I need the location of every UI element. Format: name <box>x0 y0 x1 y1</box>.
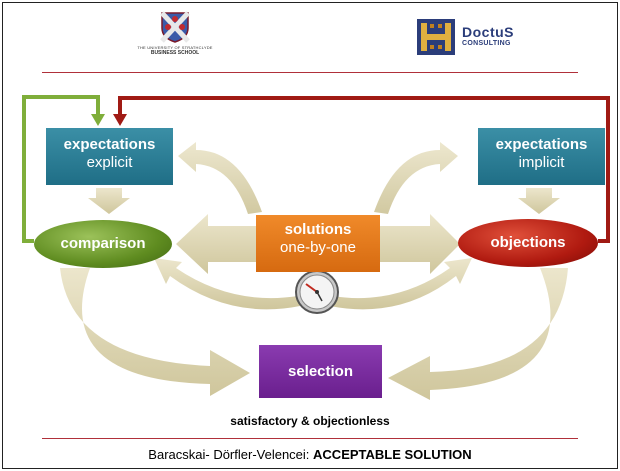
arrow-under-left <box>154 258 300 310</box>
arrow-sol-to-cmp <box>176 214 256 274</box>
arrow-obj-to-sel <box>388 268 568 400</box>
expectations-implicit-box: expectations implicit <box>478 128 605 185</box>
comparison-ellipse: comparison <box>34 220 172 268</box>
bottom-rule <box>42 438 578 439</box>
arrow-sol-to-obj <box>380 214 460 274</box>
solutions-box: solutions one-by-one <box>256 215 380 272</box>
solutions-sub: one-by-one <box>280 239 356 256</box>
strathclyde-logo: THE UNIVERSITY OF STRATHCLYDE BUSINESS S… <box>120 10 230 70</box>
stopwatch-icon <box>295 268 339 314</box>
expectations-explicit-box: expectations explicit <box>46 128 173 185</box>
doctus-name: DoctuS <box>462 24 514 40</box>
feedback-arrow-red <box>118 96 610 243</box>
arrow-exp-to-cmp <box>88 188 130 214</box>
arrow-under-right <box>330 258 472 310</box>
solutions-title: solutions <box>284 221 352 238</box>
arrow-sol-to-exp-left <box>178 142 262 214</box>
arrow-exp-to-obj <box>518 188 560 214</box>
expectations-explicit-title: expectations <box>63 136 156 153</box>
objections-ellipse: objections <box>458 219 598 267</box>
arrow-sol-to-exp-right <box>374 142 458 214</box>
footer-authors: Baracskai- Dörfler-Velencei: <box>148 447 314 462</box>
strathclyde-line2: BUSINESS SCHOOL <box>150 50 200 56</box>
doctus-mark-icon <box>417 19 455 55</box>
selection-title: selection <box>287 363 354 380</box>
feedback-arrowhead-green <box>91 114 105 126</box>
caption: satisfactory & objectionless <box>230 414 390 428</box>
feedback-arrowhead-red <box>113 114 127 126</box>
expectations-explicit-sub: explicit <box>86 154 133 171</box>
footer-title: ACCEPTABLE SOLUTION <box>313 447 472 462</box>
selection-box: selection <box>259 345 382 398</box>
expectations-implicit-title: expectations <box>495 136 588 153</box>
strathclyde-line1: THE UNIVERSITY OF STRATHCLYDE <box>137 45 213 50</box>
doctus-sub: CONSULTING <box>462 40 511 47</box>
top-rule <box>42 72 578 73</box>
footer: Baracskai- Dörfler-Velencei: ACCEPTABLE … <box>0 447 620 462</box>
crest-icon <box>160 11 190 43</box>
arrow-cmp-to-sel <box>60 268 250 396</box>
feedback-arrow-green <box>22 95 100 243</box>
expectations-implicit-sub: implicit <box>518 154 565 171</box>
